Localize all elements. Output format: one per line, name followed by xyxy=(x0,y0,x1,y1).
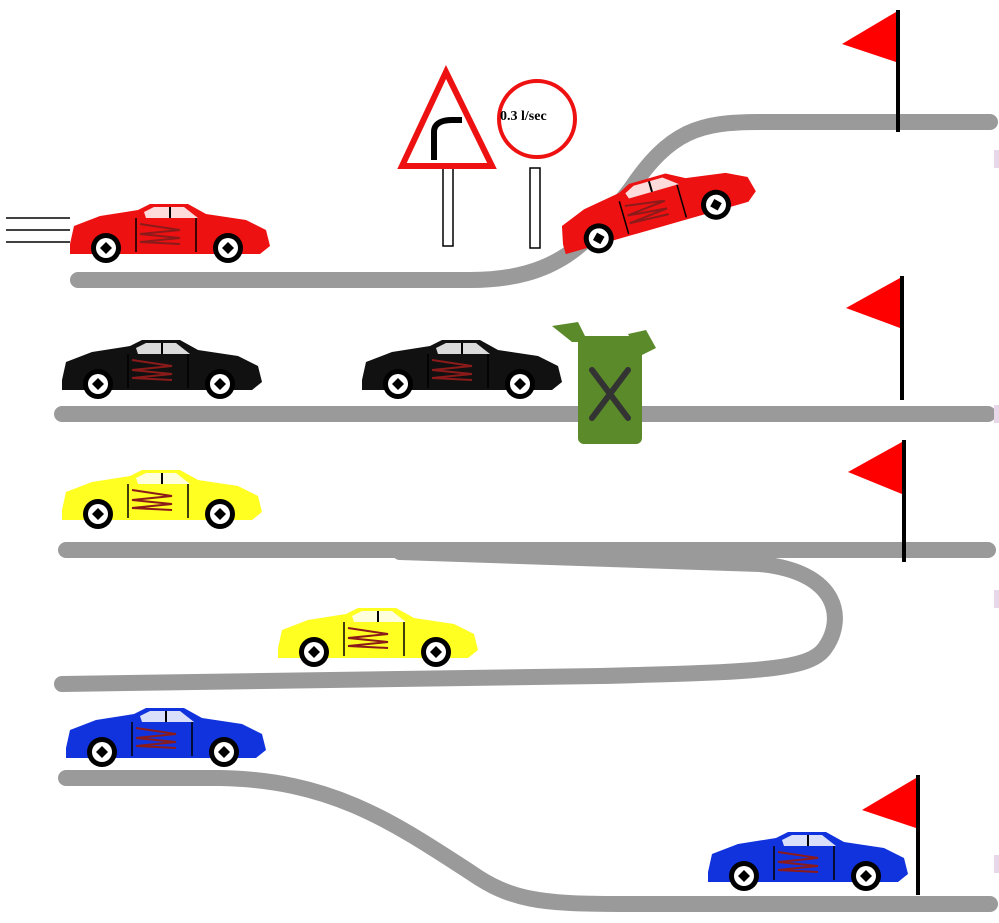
finish-flag-icon xyxy=(846,276,902,400)
road-5 xyxy=(66,778,990,904)
fuel-rate-sign: 0.3 l/sec xyxy=(499,81,575,248)
black-car xyxy=(362,340,562,399)
yellow-car xyxy=(278,608,478,667)
empty-fuel-can-icon xyxy=(552,322,656,444)
edge-marker xyxy=(994,405,999,423)
edge-marker xyxy=(994,150,999,168)
sharp-curve-warning-icon xyxy=(402,72,492,246)
fuel-rate-label: 0.3 l/sec xyxy=(500,109,547,124)
blue-car xyxy=(66,708,266,767)
blue-car xyxy=(708,832,908,891)
finish-flag-icon xyxy=(842,10,898,132)
black-car xyxy=(62,340,262,399)
yellow-car xyxy=(62,470,262,529)
red-car xyxy=(70,204,270,263)
edge-marker xyxy=(994,855,999,873)
speed-lines xyxy=(6,218,70,242)
road-3-uturn xyxy=(62,552,835,684)
edge-marker xyxy=(994,590,999,608)
